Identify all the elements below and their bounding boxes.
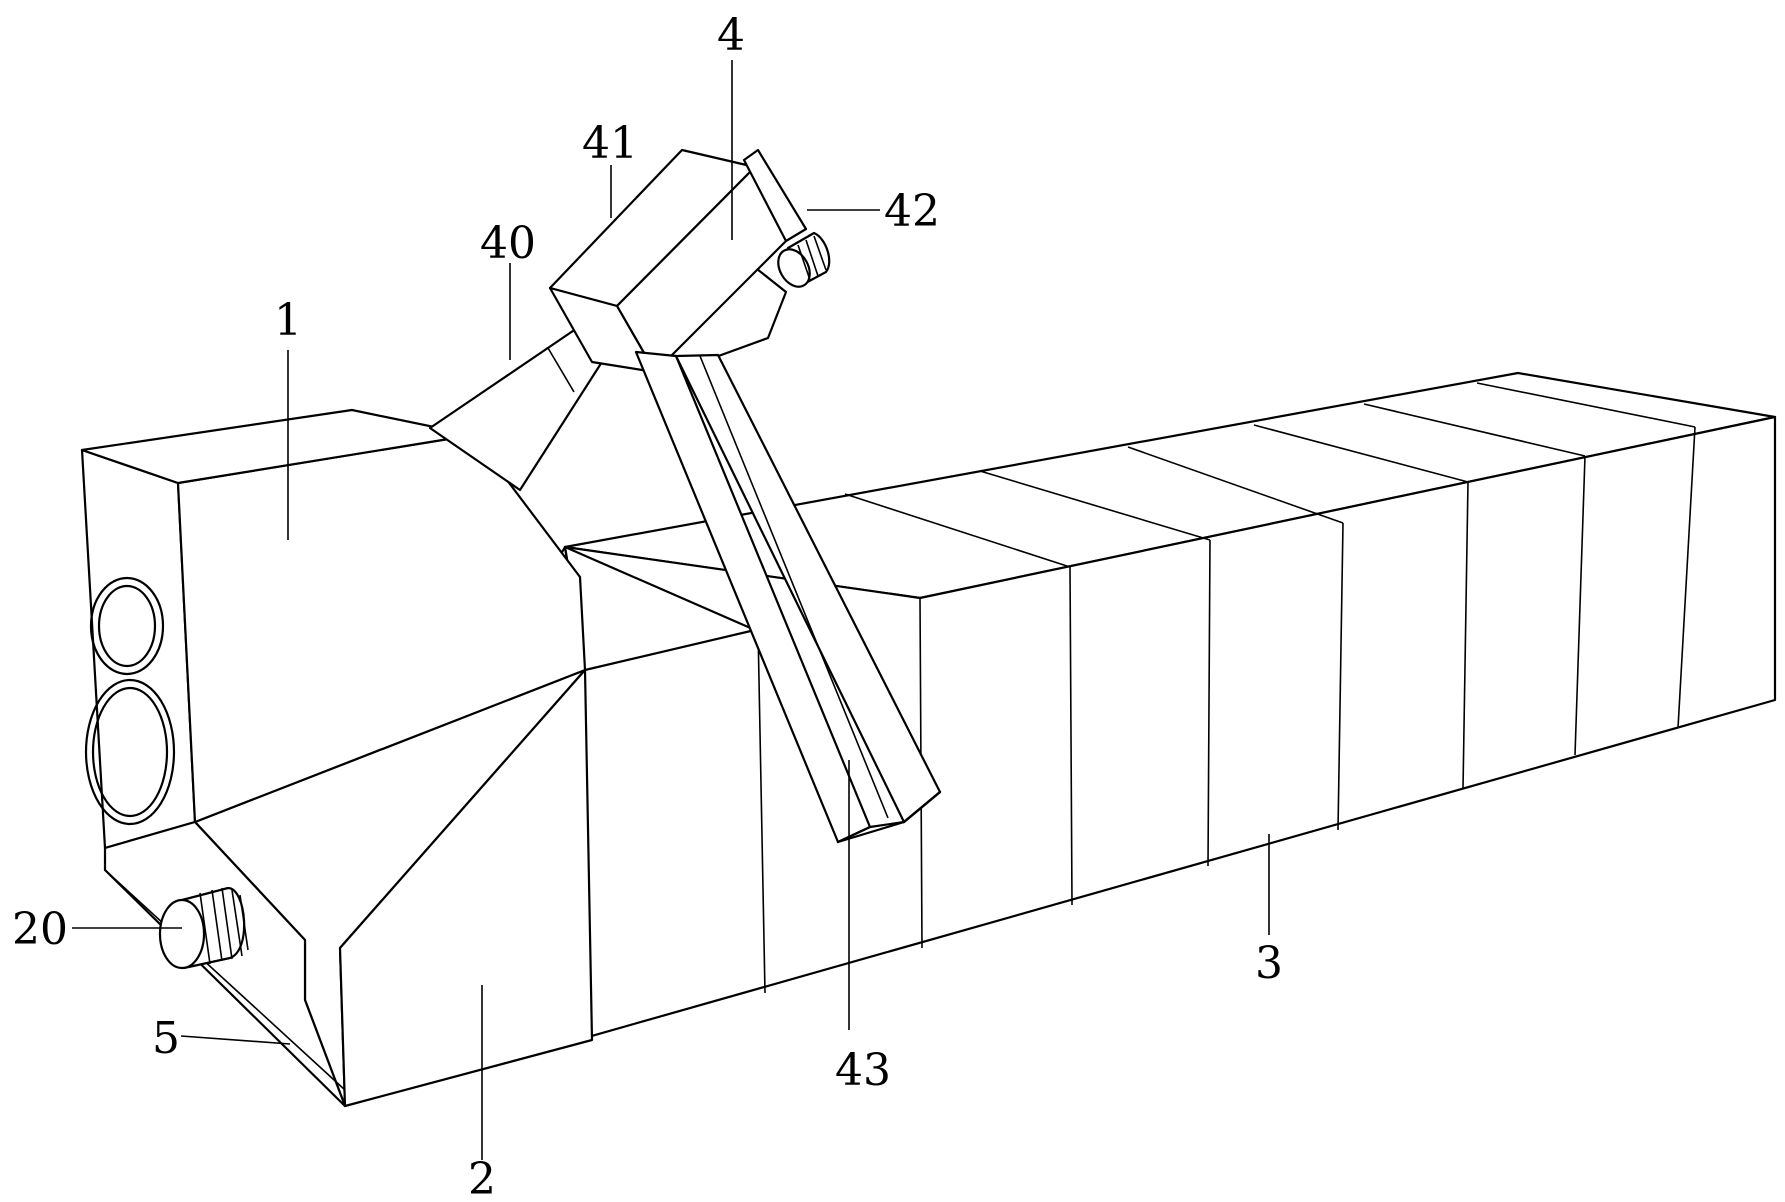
label-3: 3 (1255, 938, 1283, 989)
upper-port-outer-icon (89, 576, 165, 676)
housing (80, 408, 587, 1108)
upper-port-inner-icon (97, 584, 157, 668)
label-20: 20 (12, 904, 68, 955)
reference-labels: 1 2 3 4 5 20 40 41 42 43 (12, 10, 1283, 1202)
dispenser-head (548, 148, 831, 374)
hopper-side-face (338, 668, 594, 1108)
label-42: 42 (884, 186, 940, 237)
side-plate (742, 148, 808, 243)
knob (158, 886, 249, 970)
hopper (193, 545, 757, 1108)
lower-port-inner-icon (91, 686, 169, 818)
label-2: 2 (468, 1154, 496, 1202)
lower-port-outer-icon (84, 678, 176, 826)
label-4: 4 (717, 10, 745, 61)
label-1: 1 (274, 295, 302, 346)
label-5: 5 (152, 1013, 180, 1064)
leader-lines (72, 60, 1270, 1160)
chute (634, 350, 942, 844)
trough-top-dividers (844, 382, 1696, 568)
label-40: 40 (480, 218, 536, 269)
label-41: 41 (582, 118, 638, 169)
label-43: 43 (835, 1045, 891, 1096)
